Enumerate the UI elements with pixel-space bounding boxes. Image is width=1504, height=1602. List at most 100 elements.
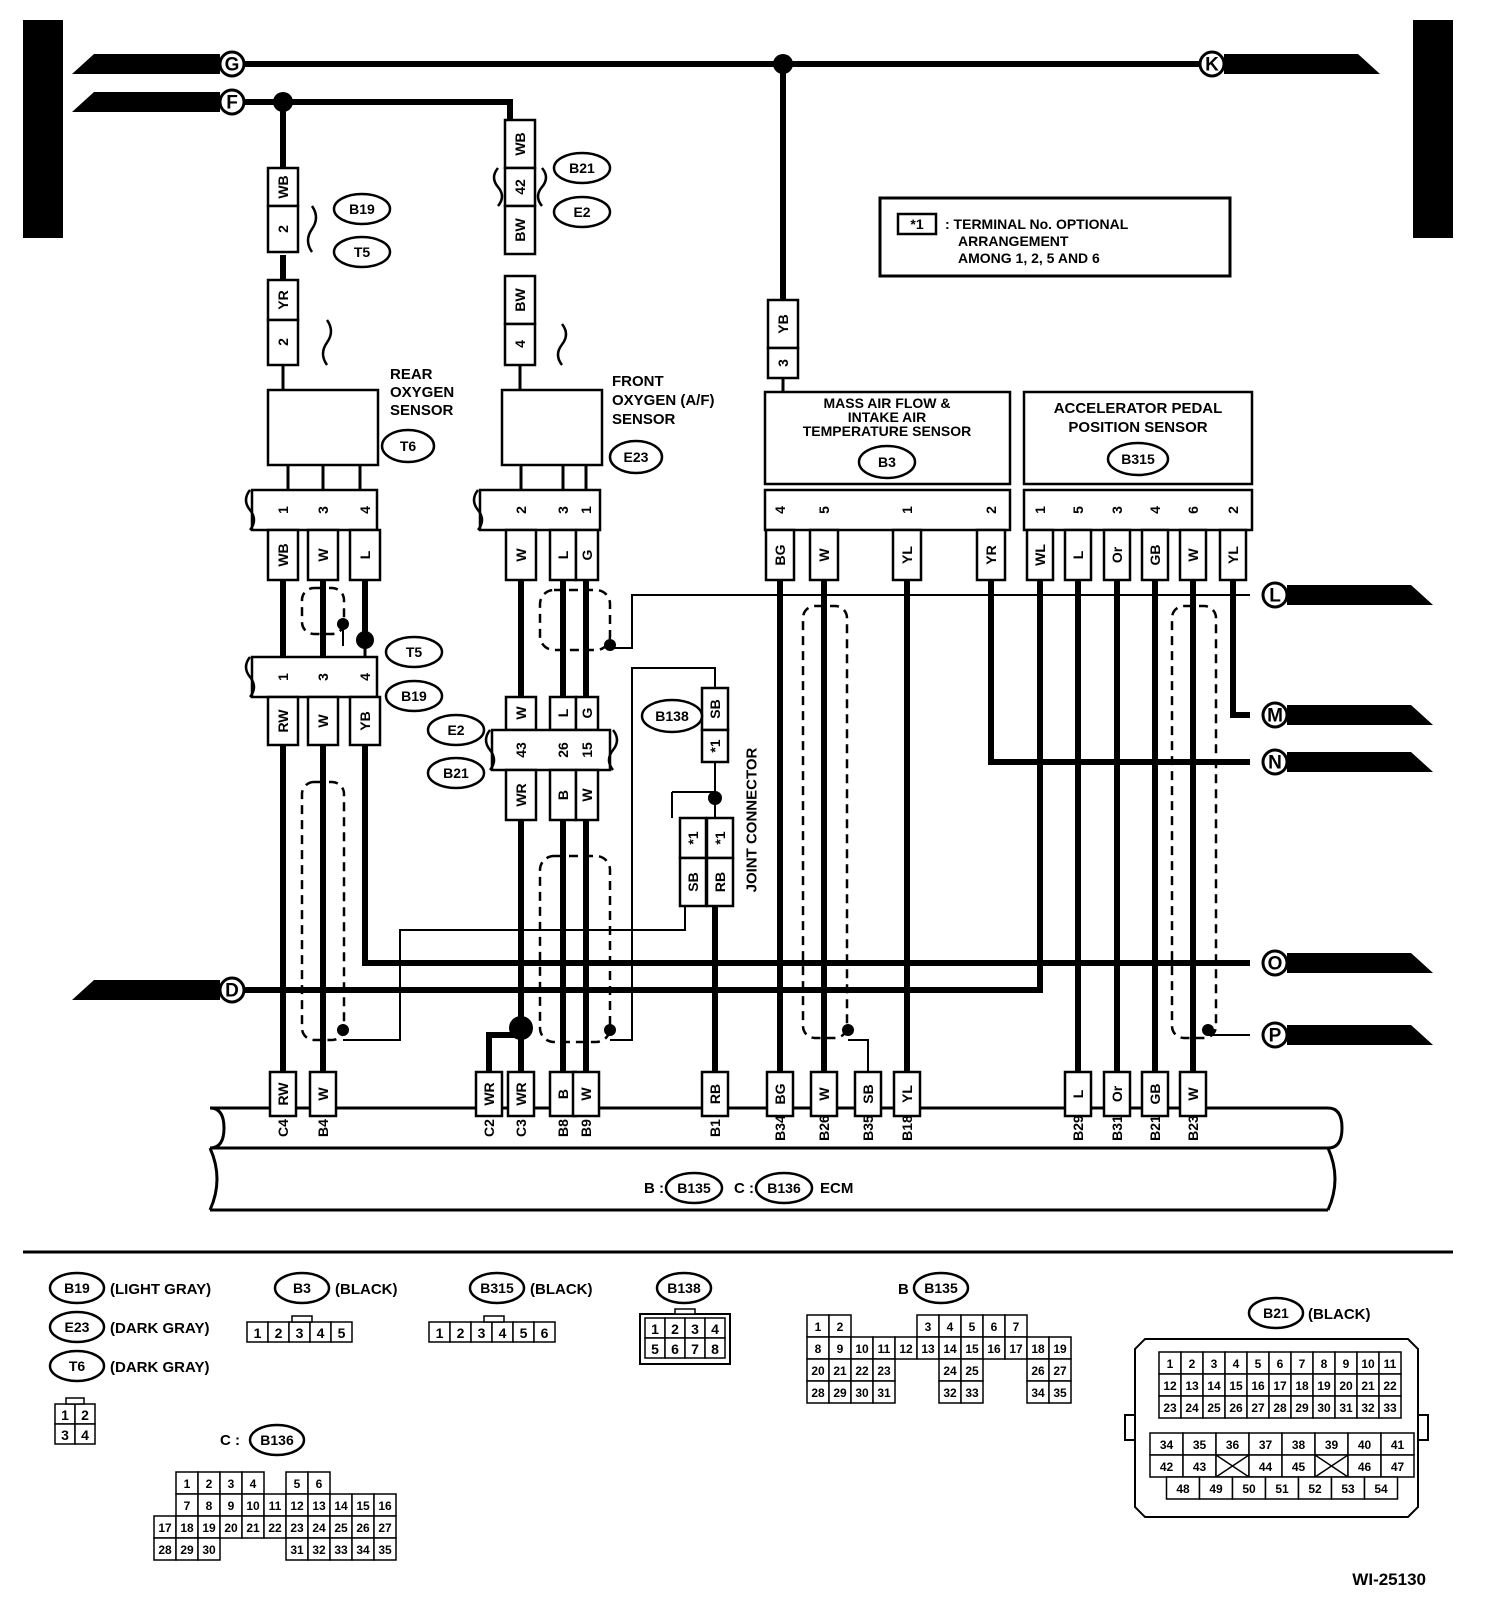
ecm-pin-12: B31 (1109, 1115, 1125, 1141)
legend-t6-tag: T6 (69, 1358, 86, 1374)
ecm-pin-13: B21 (1147, 1115, 1163, 1141)
ecm-lead-12 (1102, 1070, 1132, 1118)
conn-f-lead-2 (503, 274, 537, 326)
legend-b21-face-b-pin: 44 (1259, 1460, 1273, 1474)
conn-b3-plate (763, 488, 1012, 532)
legend-b136-face-pin: 20 (224, 1521, 238, 1535)
ecm-pin-6: B1 (707, 1119, 723, 1137)
ecm-pin-10: B18 (899, 1115, 915, 1141)
pin-t6-4: 4 (357, 506, 373, 514)
ref-letter-d-circle (218, 976, 246, 1004)
pin-e23-1: 1 (578, 506, 594, 514)
legend-b135-tag-outline (912, 1271, 970, 1305)
legend-b21-tag: B21 (1263, 1305, 1289, 1321)
pin-b19-4: 4 (357, 673, 373, 681)
legend-b21-face-a-pin: 15 (1229, 1379, 1243, 1393)
legend-b135-face-pin: 33 (965, 1386, 979, 1400)
legend-b21-face-b-pin: 52 (1308, 1482, 1322, 1496)
pin-r-2b: 2 (275, 338, 291, 346)
legend-t6-face-pin: 4 (81, 1427, 89, 1443)
legend-b136-face-pin: 29 (180, 1543, 194, 1557)
tag-b21-top-outline (552, 151, 612, 185)
legend-b136-face-pin: 19 (202, 1521, 216, 1535)
wire-b315-2: YL (1225, 546, 1241, 564)
ref-letter-k: K (1205, 55, 1219, 76)
legend-b135-face-pin: 11 (878, 1342, 891, 1356)
legend-b21-face-a-pin: 9 (1343, 1357, 1350, 1371)
conn-b315-tag-outline (1106, 441, 1170, 477)
conn-b21-lead-w (574, 768, 600, 822)
legend-b21-face-a-pin: 11 (1384, 1357, 1397, 1371)
legend-b138-face-cell (704, 1337, 726, 1359)
legend-b21-face-b-pin: 35 (1193, 1438, 1207, 1452)
ecm-lead-10 (892, 1070, 922, 1118)
conn-e23-tag-outline (608, 439, 664, 475)
conn-b3-tag: B3 (878, 454, 896, 470)
legend-b21-face-b-pin: 48 (1176, 1482, 1190, 1496)
side-tab-right (1413, 20, 1453, 238)
legend-t6-face-pin: 2 (81, 1407, 89, 1423)
tag-b19-top: B19 (349, 201, 375, 217)
ecm-pin-4: B8 (555, 1119, 571, 1137)
legend-b21-tag-outline (1247, 1296, 1305, 1330)
legend-b21-face-a-pin: 28 (1273, 1401, 1287, 1415)
ecm-b-prefix: B : (644, 1180, 664, 1197)
legend-b21-face-a-pin: 2 (1189, 1357, 1196, 1371)
legend-b21-face-a-pin: 4 (1233, 1357, 1240, 1371)
pin-e23-2: 2 (513, 506, 529, 514)
ref-label-p: E/G(TB)-14 (1293, 1028, 1366, 1044)
conn-b19-lead-3 (306, 695, 340, 747)
ecm-pin-11: B29 (1070, 1115, 1086, 1141)
pin-b3-5: 5 (816, 506, 832, 514)
legend-b138-face-pin: 8 (711, 1341, 719, 1357)
legend-b21-face-b-pin: 39 (1325, 1438, 1339, 1452)
legend-b19-tag-outline (48, 1271, 106, 1305)
ref-letter-n: N (1268, 753, 1282, 774)
pin-b315-3: 3 (1109, 506, 1125, 514)
conn-e23-cut (472, 489, 484, 531)
conn-b21-lead-wr (504, 768, 538, 822)
legend-b21-face-b-pin: 37 (1259, 1438, 1273, 1452)
note-box (878, 196, 1232, 278)
front-o2-label-3: SENSOR (612, 411, 676, 428)
ref-arrow-n (1287, 752, 1433, 772)
pin-joint-star-b: *1 (712, 831, 728, 844)
legend-b135-face-pin: 32 (943, 1386, 957, 1400)
legend-b136-face-pin: 6 (316, 1477, 323, 1491)
legend-b315-face-pin: 3 (478, 1325, 486, 1341)
legend-b315-face-pin: 2 (457, 1325, 465, 1341)
legend-b136-face-pin: 9 (228, 1499, 235, 1513)
pin-e2-26: 26 (555, 742, 571, 758)
ecm-lead-5 (571, 1070, 601, 1118)
ecm-pin-8: B26 (816, 1115, 832, 1141)
legend-b21-face-a-pin: 21 (1361, 1379, 1375, 1393)
pin-t6-1: 1 (275, 506, 291, 514)
conn-b19-top-plate (266, 204, 300, 254)
legend-b135-face-pin: 20 (811, 1364, 825, 1378)
legend-b21-face-b-pin: 46 (1358, 1460, 1372, 1474)
legend-b136-face-pin: 10 (246, 1499, 260, 1513)
ecm-wire-color-4: B (555, 1089, 571, 1099)
legend-b136-face-pin: 13 (312, 1499, 326, 1513)
legend-b21-face-a-pin: 3 (1211, 1357, 1218, 1371)
pin-b3-1: 1 (899, 506, 915, 514)
legend-b135-face-pin: 18 (1031, 1342, 1045, 1356)
wire-joint-rb: RB (712, 872, 728, 892)
legend-b3-face-pin: 3 (296, 1325, 304, 1341)
legend-b135-face-pin: 2 (837, 1320, 844, 1334)
conn-e2-top-lead (503, 204, 537, 256)
legend-b135-face-pin: 7 (1013, 1320, 1020, 1334)
legend-b315-face-pin: 5 (520, 1325, 528, 1341)
rear-o2-label-1: REAR (390, 366, 433, 383)
legend-b21-face-a-pin: 32 (1361, 1401, 1375, 1415)
legend-e23-tag: E23 (65, 1319, 90, 1335)
legend-b135-face-pin: 1 (815, 1320, 822, 1334)
legend-b21-face-b-pin: 41 (1391, 1438, 1405, 1452)
pin-b19-3: 3 (315, 673, 331, 681)
wires-layer (240, 54, 1250, 1072)
legend-b136-face-pin: 24 (312, 1521, 326, 1535)
ref-label-d: E/G(TB)-01 (142, 983, 215, 999)
pin-b3-4: 4 (772, 506, 788, 514)
legend-b135-face-pin: 9 (837, 1342, 844, 1356)
